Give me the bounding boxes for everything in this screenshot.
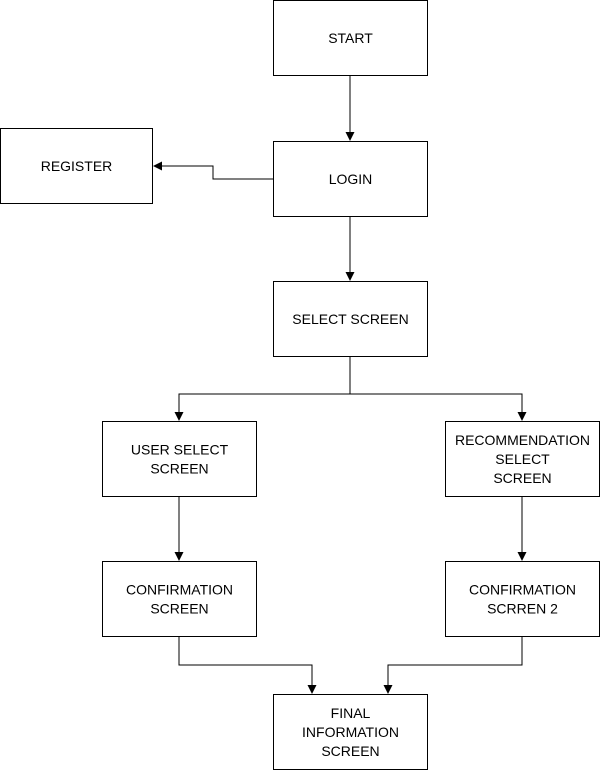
connector-confirmation-to-final xyxy=(178,637,317,694)
connector-confirmation2-to-final xyxy=(383,637,523,694)
connector-recommendation-select-to-confirmation2 xyxy=(517,497,527,561)
node-label: SCREEN xyxy=(493,470,551,486)
node-box xyxy=(102,421,257,497)
node-box xyxy=(102,561,257,637)
node-confirmation2: CONFIRMATION SCRREN 2 xyxy=(445,561,600,637)
node-label: USER SELECT xyxy=(131,442,229,458)
arrowhead-icon xyxy=(307,685,317,694)
node-label: LOGIN xyxy=(329,171,373,187)
connectors xyxy=(153,76,527,694)
node-recommendation-select: RECOMMENDATION SELECT SCREEN xyxy=(445,421,600,497)
node-label: START xyxy=(328,30,373,46)
arrowhead-icon xyxy=(345,132,355,141)
arrowhead-icon xyxy=(153,161,162,171)
arrowhead-icon xyxy=(517,412,527,421)
node-box xyxy=(273,141,428,217)
node-login: LOGIN xyxy=(273,141,428,217)
connector-line xyxy=(178,357,351,414)
node-label: RECOMMENDATION xyxy=(455,432,590,448)
node-label: SELECT xyxy=(495,451,550,467)
node-label: SCRREN 2 xyxy=(487,601,558,617)
node-select: SELECT SCREEN xyxy=(273,281,428,357)
arrowhead-icon xyxy=(174,552,184,561)
node-register: REGISTER xyxy=(0,128,153,204)
node-start: START xyxy=(273,0,428,76)
node-user-select: USER SELECT SCREEN xyxy=(102,421,257,497)
connector-user-select-to-confirmation xyxy=(174,497,184,561)
arrowhead-icon xyxy=(345,272,355,281)
connector-line xyxy=(160,165,273,180)
connector-login-to-select xyxy=(345,217,355,281)
connector-line xyxy=(387,637,523,687)
connector-select-to-recommendation-select xyxy=(349,357,527,421)
node-label: SCREEN xyxy=(150,461,208,477)
arrowhead-icon xyxy=(517,552,527,561)
node-label: FINAL xyxy=(331,705,371,721)
arrowhead-icon xyxy=(383,685,393,694)
node-label: SCREEN xyxy=(321,743,379,759)
node-label: CONFIRMATION xyxy=(126,582,233,598)
node-final: FINAL INFORMATION SCREEN xyxy=(273,694,428,770)
node-label: SELECT SCREEN xyxy=(292,311,408,327)
node-label: SCREEN xyxy=(150,601,208,617)
node-label: CONFIRMATION xyxy=(469,582,576,598)
node-box xyxy=(445,561,600,637)
connector-select-to-user-select xyxy=(174,357,351,421)
node-label: INFORMATION xyxy=(302,724,399,740)
connector-line xyxy=(349,357,523,414)
node-box xyxy=(273,0,428,76)
node-box xyxy=(273,694,428,770)
node-box xyxy=(0,128,153,204)
connector-login-to-register xyxy=(153,161,273,180)
node-box xyxy=(273,281,428,357)
connector-line xyxy=(178,637,313,687)
connector-start-to-login xyxy=(345,76,355,141)
arrowhead-icon xyxy=(174,412,184,421)
node-label: REGISTER xyxy=(41,158,113,174)
node-confirmation: CONFIRMATION SCREEN xyxy=(102,561,257,637)
